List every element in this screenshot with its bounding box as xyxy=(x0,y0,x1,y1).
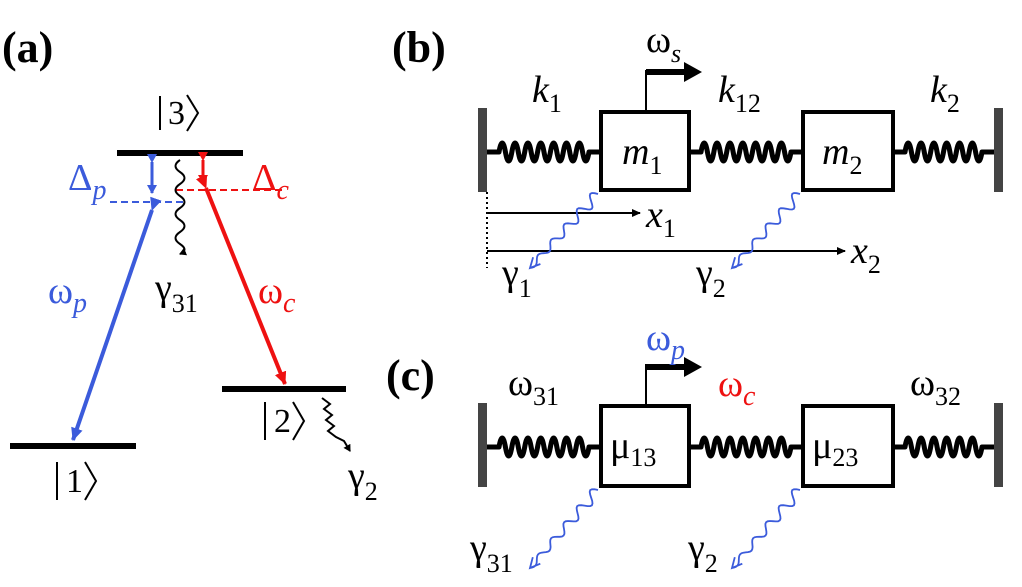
gamma31-damping-wave xyxy=(528,488,599,570)
k1-label: k1 xyxy=(532,69,562,118)
mu23-box xyxy=(801,404,895,488)
mu13-box xyxy=(599,404,691,488)
panel-b: (b) m1 m2 k1 k12 k2 ωs xyxy=(392,19,1003,303)
panel-b-label: (b) xyxy=(392,23,446,72)
drive-label-c: ωp xyxy=(646,317,685,366)
gamma31-label-a: γ31 xyxy=(154,267,198,318)
drive-arrowhead-c xyxy=(684,357,702,377)
w32-label: ω32 xyxy=(910,362,961,411)
k2-label: k2 xyxy=(930,69,960,118)
spring-k1 xyxy=(487,140,601,164)
ket-1: 1 xyxy=(56,461,98,501)
svg-text:3: 3 xyxy=(168,95,185,132)
right-wall-c xyxy=(994,403,1003,487)
coupling-transition-arrow xyxy=(195,174,287,385)
left-wall-c xyxy=(478,403,487,487)
gamma31-decay-wave xyxy=(174,159,188,256)
gamma2-decay-wave xyxy=(321,397,351,452)
omega-c-label: ωc xyxy=(258,270,296,319)
gamma2-label-b: γ2 xyxy=(695,252,726,303)
gamma1-label: γ1 xyxy=(501,252,532,303)
panel-c: (c) μ13 μ23 ω31 ωc ω32 ωp xyxy=(386,317,1003,578)
gamma2-label-c: γ2 xyxy=(687,527,718,578)
panel-a: (a) 3 2 1 Δp Δc xyxy=(2,23,378,506)
gamma2-damping-wave-c xyxy=(730,488,801,570)
mass-m1-box xyxy=(599,110,691,192)
spring-w31 xyxy=(487,435,601,459)
spring-w32 xyxy=(893,435,994,459)
panel-c-label: (c) xyxy=(386,351,435,400)
mass-m2-label: m2 xyxy=(822,131,862,180)
spring-k12 xyxy=(689,140,803,164)
svg-text:2: 2 xyxy=(274,403,291,440)
mass-m1-label: m1 xyxy=(622,131,662,180)
drive-arrowhead-b xyxy=(684,62,702,82)
left-wall-b xyxy=(478,108,487,192)
wc-label: ωc xyxy=(718,363,756,412)
x1-label: x1 xyxy=(645,194,676,243)
mu23-label: μ23 xyxy=(812,425,858,472)
w31-label: ω31 xyxy=(508,362,559,411)
delta-c-label: Δc xyxy=(252,157,289,206)
right-wall-b xyxy=(994,108,1003,192)
gamma2-damping-wave-b xyxy=(730,192,801,270)
gamma2-label-a: γ2 xyxy=(347,455,378,506)
delta-p-label: Δp xyxy=(68,157,106,206)
drive-label-b: ωs xyxy=(646,19,681,68)
x2-label: x2 xyxy=(850,230,881,279)
ket-3: 3 xyxy=(159,94,200,132)
panel-a-label: (a) xyxy=(2,23,53,72)
spring-k2 xyxy=(893,140,994,164)
gamma31-label-c: γ31 xyxy=(469,527,513,578)
ket-2: 2 xyxy=(264,401,306,441)
gamma1-damping-wave xyxy=(528,192,599,270)
mass-m2-box xyxy=(801,110,895,192)
mu13-label: μ13 xyxy=(610,425,656,472)
svg-text:1: 1 xyxy=(66,463,83,500)
omega-p-label: ωp xyxy=(48,270,87,319)
k12-label: k12 xyxy=(718,69,761,118)
spring-wc xyxy=(689,435,803,459)
probe-transition-arrow xyxy=(71,196,162,441)
